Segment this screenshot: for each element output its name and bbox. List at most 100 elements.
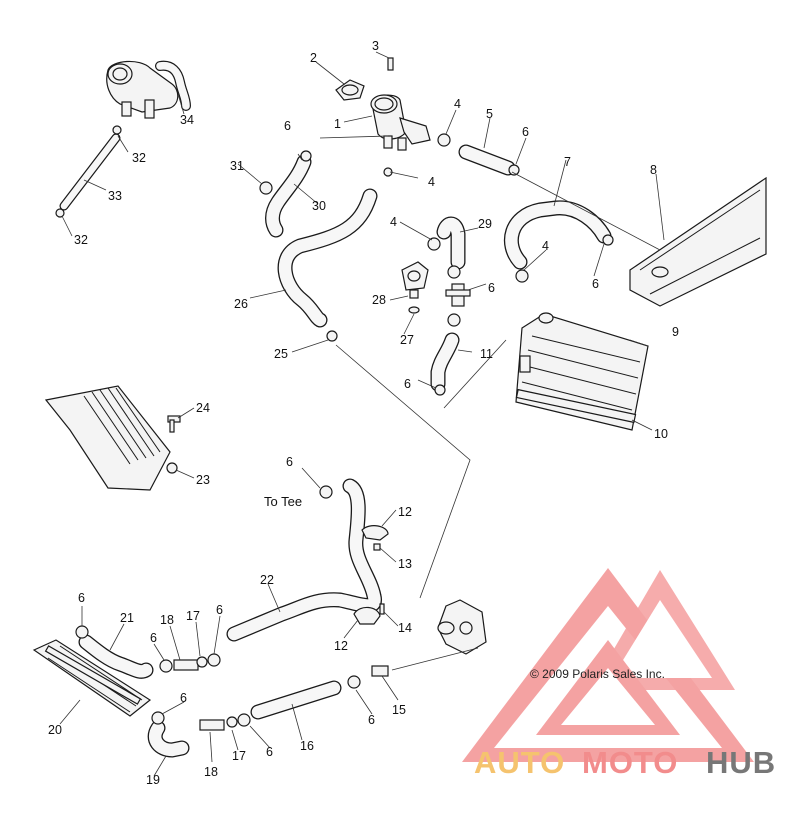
callout-8: 8 (650, 163, 657, 177)
leader-lines (59, 51, 665, 777)
callout-4-b: 4 (428, 175, 435, 189)
callout-18-b: 18 (204, 765, 218, 779)
part-18-fitting-upper (173, 659, 199, 671)
callout-6-f: 6 (286, 455, 293, 469)
callout-27: 27 (400, 333, 414, 347)
part-6-clamp-h (75, 625, 89, 639)
part-24-bolt (167, 415, 181, 433)
callout-11: 11 (480, 347, 493, 361)
part-11-hose (430, 332, 460, 392)
part-16-hose (250, 680, 342, 720)
part-17-clamp-lower (226, 716, 238, 728)
callout-4-c: 4 (390, 215, 397, 229)
part-14-screw (379, 603, 385, 615)
coolant-recovery-bottle (106, 60, 179, 119)
callout-12-a: 12 (398, 505, 412, 519)
part-26-hose (277, 188, 378, 328)
callout-22: 22 (260, 573, 274, 587)
callout-labels: 2 3 1 4 5 6 7 8 9 10 11 6 6 4 4 29 6 4 6… (48, 39, 679, 787)
part-10-radiator (515, 313, 649, 431)
part-7-hose (503, 200, 612, 270)
callout-15: 15 (392, 703, 406, 717)
radiator-inlet (538, 312, 554, 324)
part-6-clamp-c (447, 265, 461, 279)
callout-14: 14 (398, 621, 412, 635)
part-6-clamp-a (508, 164, 520, 176)
part-6-clamp-f (300, 150, 312, 162)
part-4-clamp-b (515, 269, 529, 283)
callout-25: 25 (274, 347, 288, 361)
part-31-clamp (259, 181, 273, 195)
callout-29: 29 (478, 217, 492, 231)
callout-6-h: 6 (266, 745, 273, 759)
callout-12-b: 12 (334, 639, 348, 653)
callout-4-d: 4 (542, 239, 549, 253)
callout-30: 30 (312, 199, 326, 213)
callout-6-k: 6 (150, 631, 157, 645)
part-6-clamp-e (434, 384, 446, 396)
part-13-screw (373, 543, 381, 551)
part-27-o-ring (408, 306, 420, 314)
part-8-cooler-tube (629, 176, 767, 307)
part-6-clamp-j (207, 653, 221, 667)
callout-9: 9 (672, 325, 679, 339)
callout-2: 2 (310, 51, 317, 65)
callout-33: 33 (108, 189, 122, 203)
part-33-hose (59, 133, 121, 211)
part-4-clamp-c (427, 237, 441, 251)
part-4-clamp-a (437, 133, 451, 147)
callout-6-l: 6 (216, 603, 223, 617)
part-21-hose (78, 634, 154, 679)
callout-18-a: 18 (160, 613, 174, 627)
part-15-fitting (371, 665, 389, 677)
part-6-clamp-k (151, 711, 165, 725)
part-17-clamp-upper (196, 656, 208, 668)
callout-26: 26 (234, 297, 248, 311)
part-3-screw (387, 57, 394, 71)
part-28-sensor (409, 289, 419, 299)
callout-19: 19 (146, 773, 160, 787)
callout-32-b: 32 (74, 233, 88, 247)
part-19-elbow (147, 720, 190, 758)
callout-17-a: 17 (186, 609, 200, 623)
callout-24: 24 (196, 401, 210, 415)
callout-21: 21 (120, 611, 134, 625)
part-6-clamp-b (602, 234, 614, 246)
fan-shroud-assembly (44, 385, 171, 491)
callout-28: 28 (372, 293, 386, 307)
callout-6-j: 6 (78, 591, 85, 605)
part-30-hose (265, 154, 312, 238)
part-12-clamp-lower (353, 606, 381, 625)
callout-20: 20 (48, 723, 62, 737)
watermark-brand-moto: MOTO (582, 745, 678, 780)
part-5-hose (458, 144, 516, 176)
callout-6-c: 6 (284, 119, 291, 133)
callout-6-g: 6 (368, 713, 375, 727)
callout-17-b: 17 (232, 749, 246, 763)
part-18-fitting-lower (199, 719, 225, 731)
part-tee-fitting (445, 283, 471, 307)
note-to-tee: To Tee (264, 494, 302, 509)
callout-1: 1 (334, 117, 341, 131)
water-pump-housing (437, 599, 487, 655)
callout-6-e: 6 (592, 277, 599, 291)
part-6-clamp-d (447, 313, 461, 327)
watermark-brand-hub: HUB (706, 745, 776, 780)
callout-16: 16 (300, 739, 314, 753)
part-6-clamp-i (159, 659, 173, 673)
part-12-clamp-upper (361, 525, 389, 541)
callout-5: 5 (486, 107, 493, 121)
callout-3: 3 (372, 39, 379, 53)
copyright-notice: © 2009 Polaris Sales Inc. (530, 667, 665, 681)
callout-13: 13 (398, 557, 412, 571)
watermark-logo (462, 568, 754, 762)
part-22-hose (226, 478, 382, 642)
callout-23: 23 (196, 473, 210, 487)
callout-6-i: 6 (180, 691, 187, 705)
part-6-clamp-g (319, 485, 333, 499)
callout-31: 31 (230, 159, 244, 173)
logo-triangle-core-inner (561, 668, 655, 725)
callout-4-a: 4 (454, 97, 461, 111)
part-1-filler-neck (370, 94, 431, 151)
